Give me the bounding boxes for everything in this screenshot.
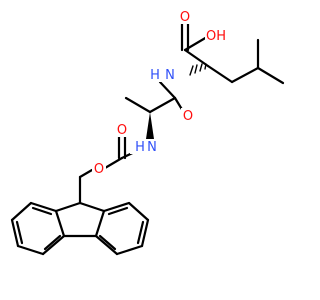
atom-h-alanine: H — [135, 140, 145, 155]
bond-carboxyl-oh — [183, 35, 209, 52]
bond-oester-ch2 — [78, 168, 94, 179]
atom-o-carboxyl: O — [180, 10, 190, 25]
bond-r5-inner — [98, 234, 117, 251]
bond-ch-methyl-b — [256, 66, 285, 85]
bond-alpha-ch2 — [206, 64, 234, 84]
atom-o-ester: O — [94, 162, 104, 177]
bond-l5-inner — [43, 234, 62, 251]
bond-r3 — [140, 218, 150, 248]
bond-r1-inner — [107, 206, 129, 216]
atom-o-carbamate-carbonyl: O — [117, 123, 127, 138]
atom-n-leucine: N — [165, 68, 175, 83]
bond-l2 — [10, 201, 33, 222]
bond-c9-c8a — [54, 201, 82, 213]
stereo-hash-top — [189, 63, 207, 76]
bond-r4 — [115, 244, 144, 256]
fluorenyl-group — [10, 201, 150, 256]
bond-amide-alpha — [148, 96, 177, 114]
atom-labels: O OH N H O N H O O — [92, 9, 229, 177]
bond-l5 — [41, 234, 66, 256]
bond-ch2-ch — [230, 66, 260, 84]
bond-l1-inner — [31, 206, 53, 216]
alanine-fragment — [124, 80, 188, 139]
bond-c8a-c4b — [54, 209, 66, 238]
bond-nh-amide-c — [158, 80, 177, 100]
bond-r5 — [94, 234, 119, 256]
bond-l1 — [29, 201, 58, 213]
bond-r2 — [127, 201, 150, 222]
molecule-canvas: O OH N H O N H O O — [10, 9, 285, 256]
bond-c9a-c4a — [94, 209, 106, 238]
structure-diagram: O OH N H O N H O O — [10, 9, 285, 256]
bond-r3-inner — [136, 220, 145, 245]
bond-alpha-carboxyl — [183, 48, 210, 68]
bond-l3-inner — [15, 220, 24, 245]
bond-alpha-methyl — [124, 96, 152, 114]
leucine-fragment — [180, 21, 285, 85]
bond-c9-c9a — [78, 201, 106, 213]
bond-l3 — [10, 218, 20, 248]
atom-oh-carboxyl: OH — [206, 29, 226, 44]
bond-l4 — [16, 244, 45, 256]
atom-h-leucine: H — [150, 68, 160, 83]
bond-r1 — [102, 201, 131, 213]
atom-o-amide: O — [183, 109, 193, 124]
stereo-wedge-mid — [146, 112, 154, 139]
bond-carbamate-oester — [103, 156, 124, 170]
atom-n-alanine: N — [147, 140, 157, 155]
